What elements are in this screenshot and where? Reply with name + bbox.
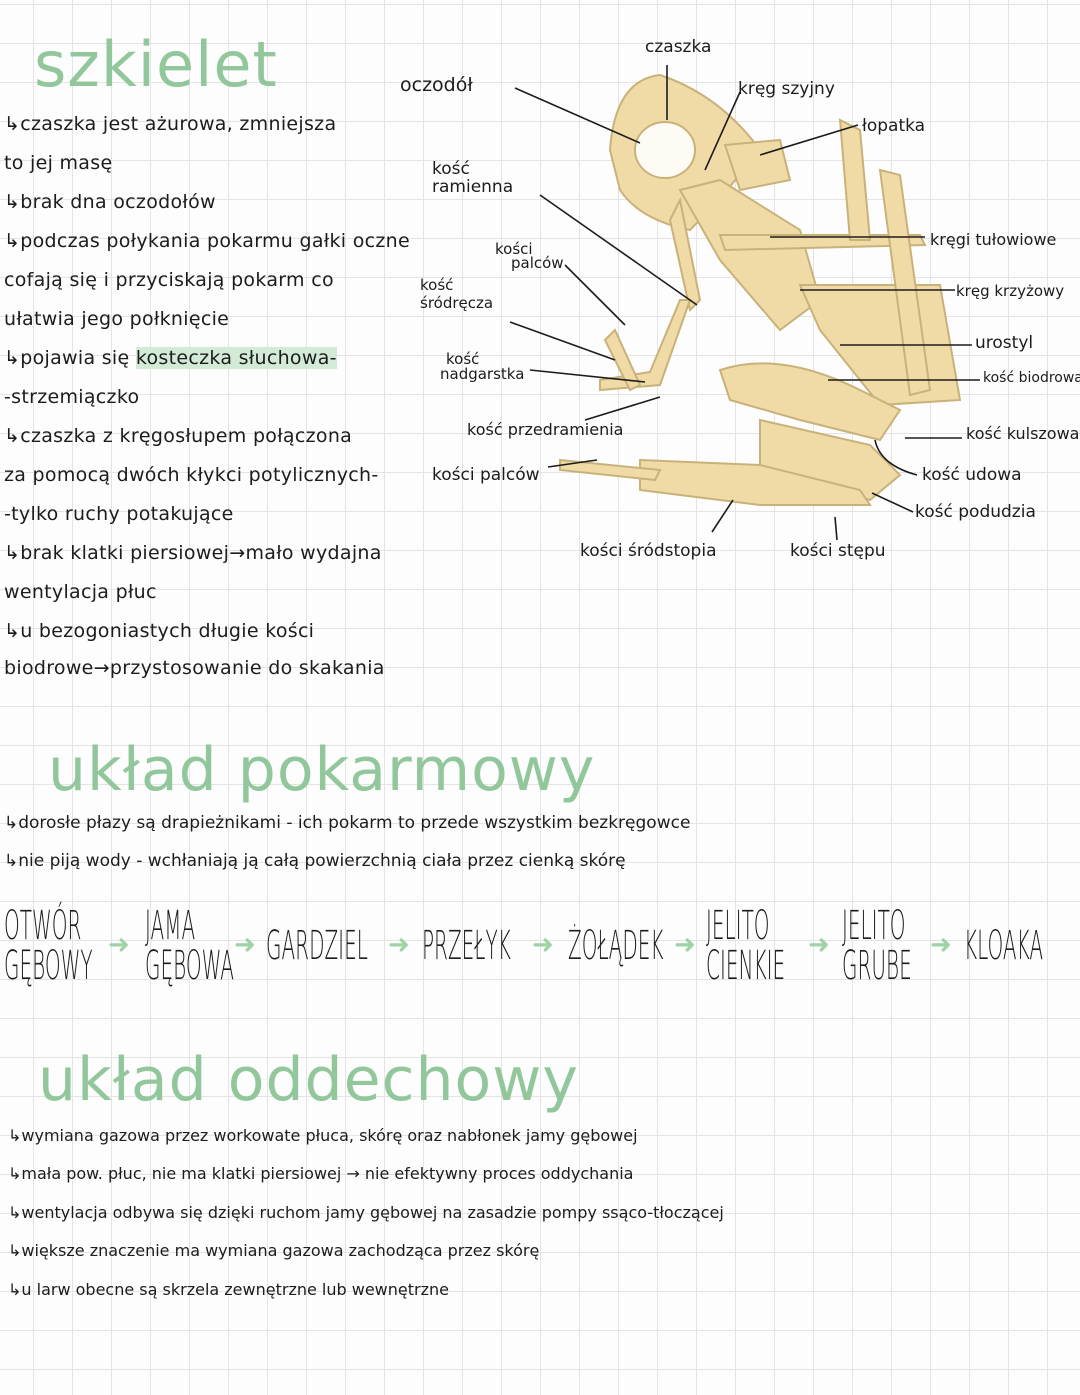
label-kosci-srodstopia: kości śródstopia [580,541,717,561]
step-line: JAMA [145,903,196,949]
note-line: ↳podczas połykania pokarmu gałki oczne [4,230,410,252]
label-line: nadgarstka [440,365,525,383]
label-line: kość [446,350,480,368]
label-krag-krzyzowy: kręg krzyżowy [956,282,1065,300]
label-krag-szyjny: kręg szyjny [738,79,835,99]
step-line: OTWÓR [4,903,82,949]
arrow-icon: ➜ [532,930,554,960]
label-kosc-udowa: kość udowa [922,465,1022,485]
note-line: ↳pojawia się kosteczka słuchowa- [4,347,337,369]
note-line: ↳mała pow. płuc, nie ma klatki piersiowe… [8,1164,634,1183]
note-line: ↳brak dna oczodołów [4,191,216,213]
note-text: ↳pojawia się [4,347,130,369]
frog-skeleton-diagram [509,65,980,541]
label-lopatka: łopatka [862,116,926,136]
note-line: cofają się i przyciskają pokarm co [4,269,334,291]
arrow-icon: ➜ [808,930,830,960]
step-line: JELITO [842,903,906,949]
label-kosci-stepu: kości stępu [790,541,886,561]
label-urostyl: urostyl [975,333,1034,353]
label-kosc-podudzia: kość podudzia [915,502,1036,522]
flow-step-gardziel: GARDZIEL [266,923,368,969]
note-line: ↳nie piją wody - wchłaniają ją całą powi… [4,851,626,871]
note-line: ↳czaszka jest ażurowa, zmniejsza [4,113,337,135]
arrow-icon: ➜ [674,930,696,960]
note-line: ↳dorosłe płazy są drapieżnikami - ich po… [4,813,691,833]
label-line: śródręcza [420,294,494,312]
label-kosc-przedramienia: kość przedramienia [467,420,624,439]
note-line: ↳u bezogoniastych długie kości [4,620,315,642]
leader-lines [509,65,980,541]
label-kosc-biodrowa: kość biodrowa [983,370,1080,386]
label-line: kość [432,159,470,179]
heading-szkielet: szkielet [34,28,278,101]
note-line: ↳wentylacja odbywa się dzięki ruchom jam… [8,1203,724,1222]
label-line: kość [420,276,454,294]
label-line: kości [495,240,533,258]
note-line: to jej masę [4,152,113,174]
label-line: ramienna [432,177,514,197]
flow-step-kloaka: KLOAKA [964,923,1044,969]
note-line: ↳większe znaczenie ma wymiana gazowa zac… [8,1241,540,1260]
step-line: JELITO [706,903,770,949]
note-line: wentylacja płuc [4,581,157,603]
flow-step-przelyk: PRZEŁYK [422,923,511,969]
arrow-icon: ➜ [108,930,130,960]
label-kosci-palcow-lower: kości palców [432,465,540,485]
note-line: za pomocą dwóch kłykci potylicznych- [4,464,379,486]
heading-uklad-pokarmowy: układ pokarmowy [48,735,596,805]
heading-uklad-oddechowy: układ oddechowy [38,1045,579,1115]
step-line: CIENKIE [706,943,786,989]
arrow-icon: ➜ [234,930,256,960]
note-line: -strzemiączko [4,386,140,408]
label-kosc-kulszowa: kość kulszowa [966,424,1080,443]
note-line: ↳brak klatki piersiowej→mało wydajna [4,542,382,564]
note-line: ↳wymiana gazowa przez workowate płuca, s… [8,1126,638,1145]
highlighted-term: kosteczka słuchowa- [135,347,337,369]
note-line: ↳u larw obecne są skrzela zewnętrzne lub… [8,1280,449,1299]
arrow-icon: ➜ [388,930,410,960]
label-oczodol: oczodół [400,74,473,96]
flow-step-zoladek: ŻOŁĄDEK [568,923,664,969]
note-line: ↳czaszka z kręgosłupem połączona [4,425,353,447]
step-line: GĘBOWA [145,943,234,989]
note-line: ułatwia jego połknięcie [4,308,230,330]
label-kregi-tulowiowe: kręgi tułowiowe [930,230,1057,249]
arrow-icon: ➜ [930,930,952,960]
note-line: -tylko ruchy potakujące [4,503,234,525]
label-czaszka: czaszka [645,37,712,57]
step-line: GRUBE [842,943,912,989]
step-line: GĘBOWY [4,943,93,989]
note-line: biodrowe→przystosowanie do skakania [4,657,385,679]
label-line: palców [511,254,564,272]
